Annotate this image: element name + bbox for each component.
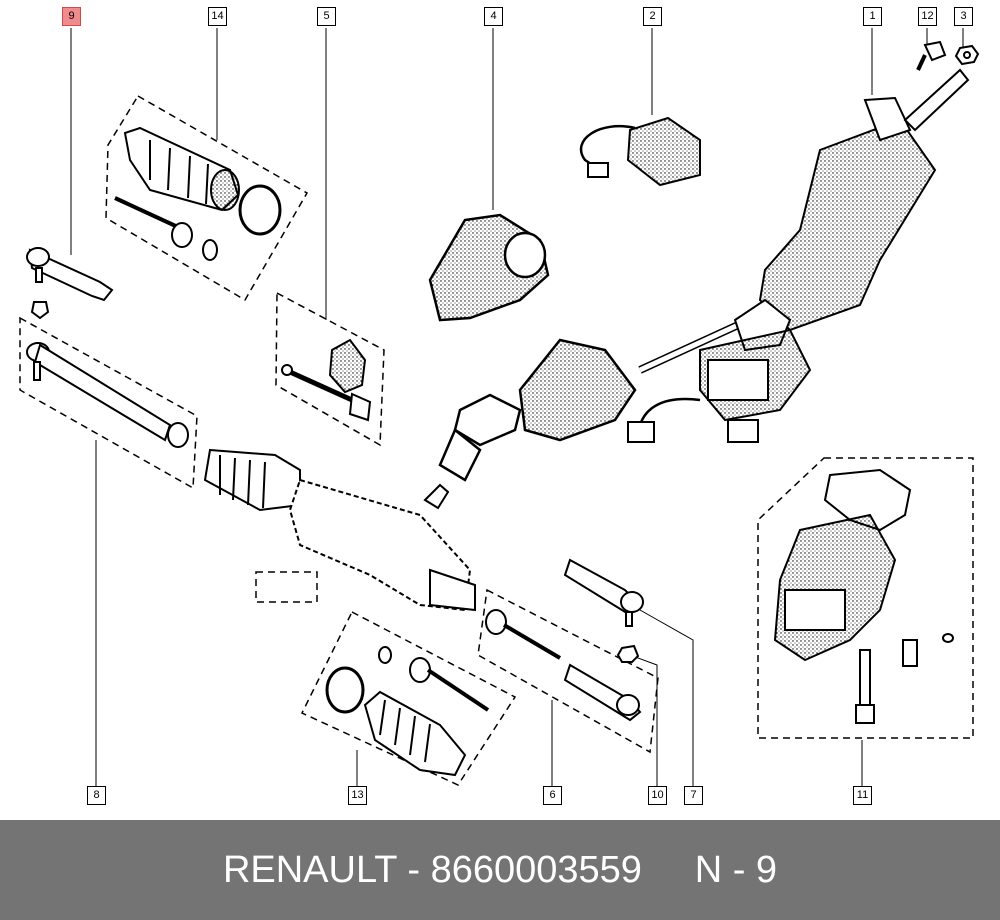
callout-4: 4 [484, 7, 503, 26]
tie-rod-end-part-9 [26, 247, 114, 320]
intermediate-shaft [438, 338, 637, 482]
group-5-box [275, 291, 385, 447]
eps-module-part-11 [773, 468, 954, 724]
callout-12: 12 [918, 7, 937, 26]
callout-13: 13 [348, 786, 367, 805]
callout-5: 5 [317, 7, 336, 26]
bolt-part-12 [916, 40, 947, 71]
callout-14: 14 [208, 7, 227, 26]
group-6-box [477, 588, 659, 754]
boot-kit-part-13 [325, 646, 490, 777]
callout-3: 3 [954, 7, 973, 26]
group-14-box [105, 94, 309, 302]
callout-11: 11 [853, 786, 872, 805]
dashed-groups [19, 94, 974, 786]
bolt-clip-part-5 [281, 338, 372, 422]
small-dashed-box [255, 571, 318, 603]
group-8-box [19, 316, 198, 490]
footer-bar: RENAULT - 8660003559 N - 9 [0, 820, 1000, 920]
callout-6: 6 [543, 786, 562, 805]
callout-10: 10 [648, 786, 667, 805]
tie-rod-end-part-7 [563, 558, 644, 627]
callout-8: 8 [87, 786, 106, 805]
tie-rod-assembly-part-8 [26, 342, 189, 448]
sensor-part-2 [579, 116, 701, 187]
nut-part-10 [616, 644, 640, 663]
column-boot-part-4 [428, 213, 550, 322]
group-13-box [300, 610, 517, 786]
part-number-caption: RENAULT - 8660003559 N - 9 [222, 849, 778, 891]
tie-rod-part-6 [485, 609, 642, 722]
group-11-box [757, 457, 974, 739]
steering-rack [203, 448, 476, 612]
boot-kit-part-14 [114, 126, 282, 261]
callout-7: 7 [684, 786, 703, 805]
parts-exploded-diagram [19, 28, 980, 787]
leader-lines [70, 28, 964, 787]
callout-9: 9 [62, 7, 81, 26]
callout-1: 1 [863, 7, 882, 26]
callout-2: 2 [643, 7, 662, 26]
nut-part-3 [954, 44, 980, 66]
steering-column-part-1 [627, 68, 970, 443]
